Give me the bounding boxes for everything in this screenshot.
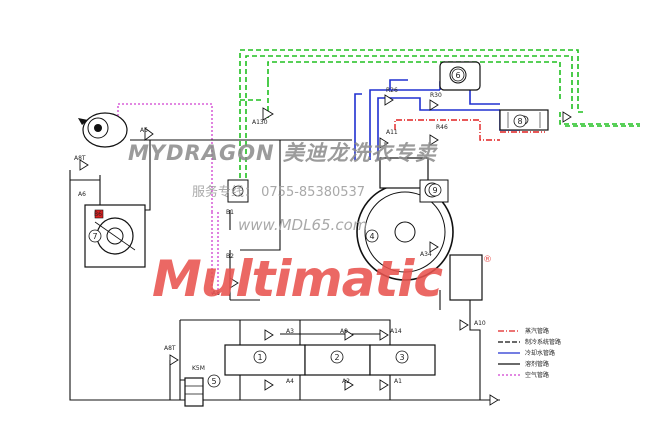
label-a1: A1 <box>394 378 402 385</box>
circle-number-8: 8 <box>517 117 522 126</box>
label-a8t: A8T <box>74 155 86 162</box>
label-a2: A2 <box>342 378 350 385</box>
air-pipe-lines <box>117 103 219 296</box>
label-a4: A4 <box>286 378 294 385</box>
circle-number-3: 3 <box>399 353 404 362</box>
label-a8t-lower: A8T <box>164 345 176 352</box>
circle-number-6: 6 <box>455 71 460 80</box>
label-r26: R26 <box>386 87 398 94</box>
pipe-legend: 蒸汽管路 制冷系统管路 冷却水管路 溶剂管路 空气管路 <box>498 327 561 379</box>
watermark-logo: Multimatic <box>152 250 443 308</box>
steam-lines <box>394 119 545 141</box>
label-r30: R30 <box>430 92 442 99</box>
label-b2: B2 <box>226 253 234 260</box>
label-a14: A14 <box>390 328 402 335</box>
watermark-brand: MYDRAGON 美迪龙洗衣专卖 <box>128 141 439 165</box>
label-b6: B6 <box>94 211 102 218</box>
circled-numbers: 1 2 3 4 5 6 7 8 9 <box>88 68 527 388</box>
label-a5: A5 <box>140 127 148 134</box>
label-r46: R46 <box>436 124 448 131</box>
circle-number-4: 4 <box>369 232 374 241</box>
watermark: MYDRAGON 美迪龙洗衣专卖 服务专线： 0755-85380537 www… <box>128 141 492 308</box>
circle-number-5: 5 <box>211 377 216 386</box>
label-b1: B1 <box>226 209 234 216</box>
legend-label-refrigeration: 制冷系统管路 <box>525 338 561 346</box>
lint-filter <box>78 112 128 148</box>
component-labels: A130 R26 R30 A11 R46 A5 A8T A6 B6 B1 B2 … <box>74 87 486 385</box>
label-a11: A11 <box>386 129 398 136</box>
label-a3: A3 <box>286 328 294 335</box>
label-a8: A8 <box>212 290 220 297</box>
watermark-registered-mark: ® <box>483 255 492 265</box>
legend-label-cooling-water: 冷却水管路 <box>525 349 555 357</box>
watermark-url: www.MDL65.com <box>238 216 367 234</box>
legend-label-steam: 蒸汽管路 <box>525 327 549 335</box>
legend-label-solvent: 溶剂管路 <box>525 360 549 368</box>
label-a130: A130 <box>252 119 268 126</box>
valve-symbols <box>79 94 572 406</box>
green-pipe-lines <box>239 49 640 178</box>
watermark-hotline: 服务专线： 0755-85380537 <box>192 184 365 200</box>
circle-number-7: 7 <box>92 232 97 241</box>
label-a34: A34 <box>420 251 432 258</box>
label-a10: A10 <box>474 320 486 327</box>
label-a6: A6 <box>78 191 86 198</box>
filter-unit <box>227 179 249 203</box>
label-a9: A9 <box>340 328 348 335</box>
label-k5m: K5M <box>192 365 205 372</box>
circle-number-9: 9 <box>432 186 437 195</box>
circle-number-2: 2 <box>334 353 339 362</box>
circle-number-1: 1 <box>257 353 262 362</box>
legend-label-air: 空气管路 <box>525 371 549 379</box>
